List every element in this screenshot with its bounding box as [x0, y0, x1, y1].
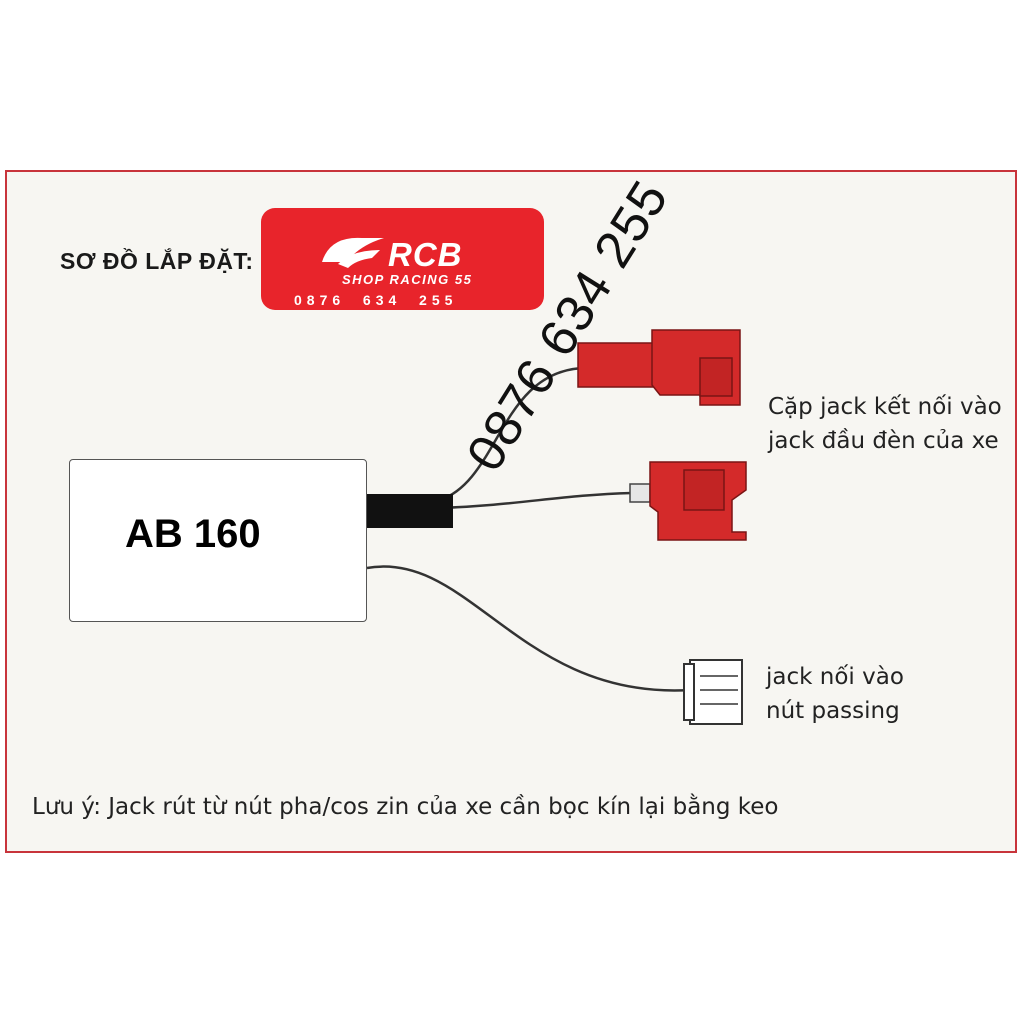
installation-note: Lưu ý: Jack rút từ nút pha/cos zin của x… — [32, 794, 779, 820]
wire-headlight-top — [439, 366, 586, 502]
headlight-connector-top-icon — [577, 329, 741, 406]
device-label: AB 160 — [125, 512, 261, 556]
passing-label-line2: nút passing — [766, 698, 900, 724]
headlight-connector-bottom-icon — [629, 461, 747, 541]
wire-passing — [366, 565, 691, 692]
device-box — [69, 459, 367, 622]
logo-brand: RCB — [388, 236, 463, 273]
shop-logo-box — [261, 208, 544, 310]
logo-phone: 0876 634 255 — [294, 292, 458, 308]
headlight-label-line2: jack đầu đèn của xe — [768, 428, 999, 454]
logo-shop-name: SHOP RACING 55 — [342, 272, 473, 287]
passing-connector-icon — [683, 659, 743, 725]
cable-sleeve — [367, 494, 453, 528]
wire-headlight-bottom — [439, 491, 633, 510]
passing-label-line1: jack nối vào — [766, 664, 904, 690]
diagram-title: SƠ ĐỒ LẮP ĐẶT: — [60, 248, 254, 274]
headlight-label-line1: Cặp jack kết nối vào — [768, 394, 1002, 420]
